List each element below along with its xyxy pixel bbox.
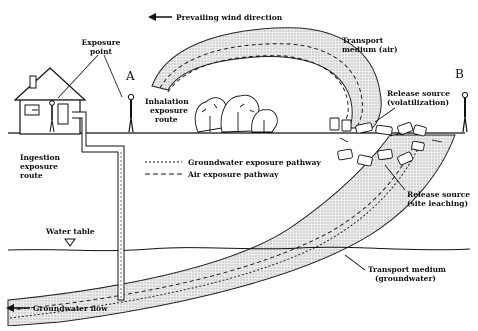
volatilization-label-line-1: Release source: [387, 89, 450, 98]
point-a-label: A: [125, 69, 135, 83]
ingestion-label-line-1: Ingestion: [20, 153, 61, 162]
pointer-site-leaching: [384, 164, 406, 191]
person-in-house-icon: [49, 100, 55, 133]
groundwater-medium-label-line-2: (groundwater): [375, 274, 436, 283]
site-leaching-label-line-1: Release source: [407, 190, 470, 199]
wind-direction-label: Prevailing wind direction: [176, 13, 283, 22]
air-pathway-line-1: [159, 43, 363, 126]
person-b-icon: [461, 91, 469, 133]
drums-buried-icon: [337, 140, 425, 167]
well-pipe: [72, 111, 125, 301]
air-plume: [151, 27, 382, 129]
transport-air-label-line-1: Transport: [342, 36, 384, 45]
pointer-exposure-person-a: [103, 54, 123, 98]
inhalation-label-line-3: route: [155, 115, 178, 124]
inhalation-label-line-2: exposure: [150, 106, 188, 115]
pointer-groundwater-medium: [344, 254, 366, 271]
legend-air-label: Air exposure pathway: [187, 170, 279, 179]
water-table-line: [7, 246, 471, 252]
groundwater-flow-arrow-icon: [6, 304, 30, 312]
house-icon: [13, 67, 87, 135]
exposure-point-label-line-2: point: [90, 47, 113, 56]
water-table-label: Water table: [45, 227, 95, 236]
point-b-label: B: [455, 67, 464, 81]
ingestion-label-line-3: route: [20, 171, 43, 180]
inhalation-label-line-1: Inhalation: [145, 97, 189, 106]
water-table-marker-icon: [64, 238, 76, 247]
exposure-point-label-line-1: Exposure: [82, 38, 121, 47]
legend-groundwater-label: Groundwater exposure pathway: [188, 158, 321, 167]
groundwater-pathway-line-2: [9, 141, 416, 311]
groundwater-medium-label-line-1: Transport medium: [368, 265, 446, 274]
wind-arrow-icon: [148, 13, 172, 21]
person-a-icon: [127, 93, 135, 133]
drums-surface-icon: [329, 117, 443, 143]
groundwater-pathway-line-1: [9, 144, 421, 319]
air-pathway-line-2: [167, 55, 349, 126]
transport-air-label-line-2: medium (air): [342, 45, 398, 54]
volatilization-label-line-2: (volatilization): [387, 98, 449, 107]
pointer-exposure-house: [57, 54, 99, 99]
pointer-volatilization: [374, 107, 396, 123]
pointer-lines: [57, 54, 406, 271]
ingestion-label-line-2: exposure: [20, 162, 58, 171]
site-leaching-label-line-2: (site leaching): [407, 199, 468, 208]
groundwater-flow-label: Groundwater flow: [33, 304, 108, 313]
trees-icon: [194, 94, 278, 133]
